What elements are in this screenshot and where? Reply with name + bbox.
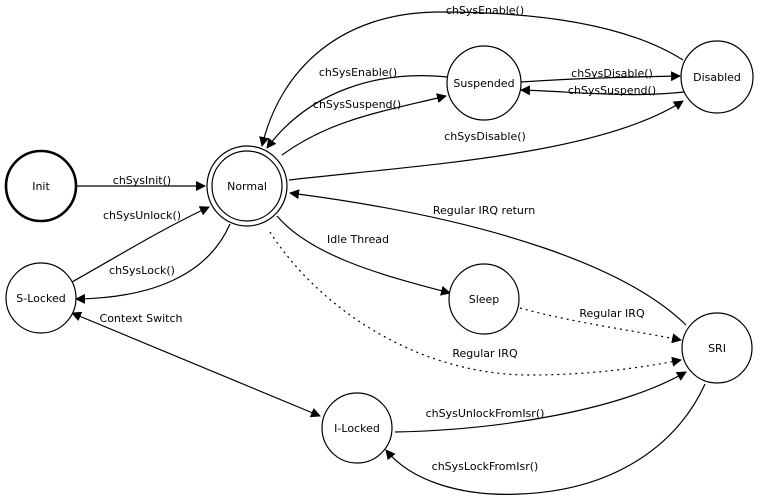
state-slocked-label: S-Locked bbox=[16, 292, 65, 305]
edge-slocked-ilocked bbox=[71, 311, 321, 418]
label-normal-to-sleep: Idle Thread bbox=[327, 233, 389, 246]
edge-normal-to-sleep bbox=[276, 215, 451, 296]
state-normal: Normal bbox=[206, 145, 288, 227]
state-init-label: Init bbox=[32, 180, 50, 193]
edge-suspended-to-normal bbox=[266, 75, 449, 149]
edge-disabled-to-normal bbox=[259, 11, 684, 147]
edge-normal-to-slocked bbox=[75, 223, 231, 304]
state-sri: SRI bbox=[681, 312, 753, 384]
label-init-to-normal: chSysInit() bbox=[113, 174, 171, 187]
edge-slocked-to-normal bbox=[71, 206, 210, 283]
label-sri-to-ilocked: chSysLockFromIsr() bbox=[432, 460, 539, 473]
edge-suspended-to-disabled bbox=[520, 71, 681, 83]
state-sri-label: SRI bbox=[708, 342, 726, 355]
edge-disabled-to-suspended bbox=[520, 85, 685, 96]
label-normal-to-suspended: chSysSuspend() bbox=[313, 98, 401, 111]
edge-sri-to-ilocked bbox=[385, 383, 706, 495]
label-slocked-ilocked: Context Switch bbox=[100, 312, 183, 325]
label-disabled-to-normal: chSysEnable() bbox=[446, 4, 524, 17]
state-disabled-label: Disabled bbox=[693, 71, 741, 84]
state-ilocked-label: I-Locked bbox=[334, 422, 380, 435]
state-sleep: Sleep bbox=[448, 263, 520, 335]
label-sri-to-normal: Regular IRQ return bbox=[433, 204, 535, 217]
label-disabled-to-suspended: chSysSuspend() bbox=[568, 84, 656, 97]
state-slocked: S-Locked bbox=[5, 262, 77, 334]
label-suspended-to-normal: chSysEnable() bbox=[319, 66, 397, 79]
state-disabled: Disabled bbox=[680, 40, 754, 114]
label-slocked-to-normal: chSysUnlock() bbox=[103, 209, 181, 222]
label-normal-to-slocked: chSysLock() bbox=[109, 264, 175, 277]
edge-sri-to-normal bbox=[289, 189, 687, 326]
state-normal-label: Normal bbox=[227, 180, 267, 193]
edge-normal-to-disabled bbox=[288, 100, 684, 181]
edge-ilocked-to-sri bbox=[394, 371, 687, 433]
label-sleep-to-sri: Regular IRQ bbox=[579, 307, 645, 320]
state-ilocked: I-Locked bbox=[321, 392, 393, 464]
edge-normal-to-suspended bbox=[281, 93, 447, 156]
label-normal-to-disabled: chSysDisable() bbox=[444, 130, 526, 143]
state-suspended-label: Suspended bbox=[453, 77, 514, 90]
edge-sleep-to-sri bbox=[519, 307, 682, 344]
state-sleep-label: Sleep bbox=[469, 293, 500, 306]
label-suspended-to-disabled: chSysDisable() bbox=[571, 67, 653, 80]
label-normal-to-sri: Regular IRQ bbox=[452, 347, 518, 360]
state-suspended: Suspended bbox=[446, 45, 522, 121]
label-ilocked-to-sri: chSysUnlockFromIsr() bbox=[426, 407, 545, 420]
state-init: Init bbox=[4, 149, 78, 223]
